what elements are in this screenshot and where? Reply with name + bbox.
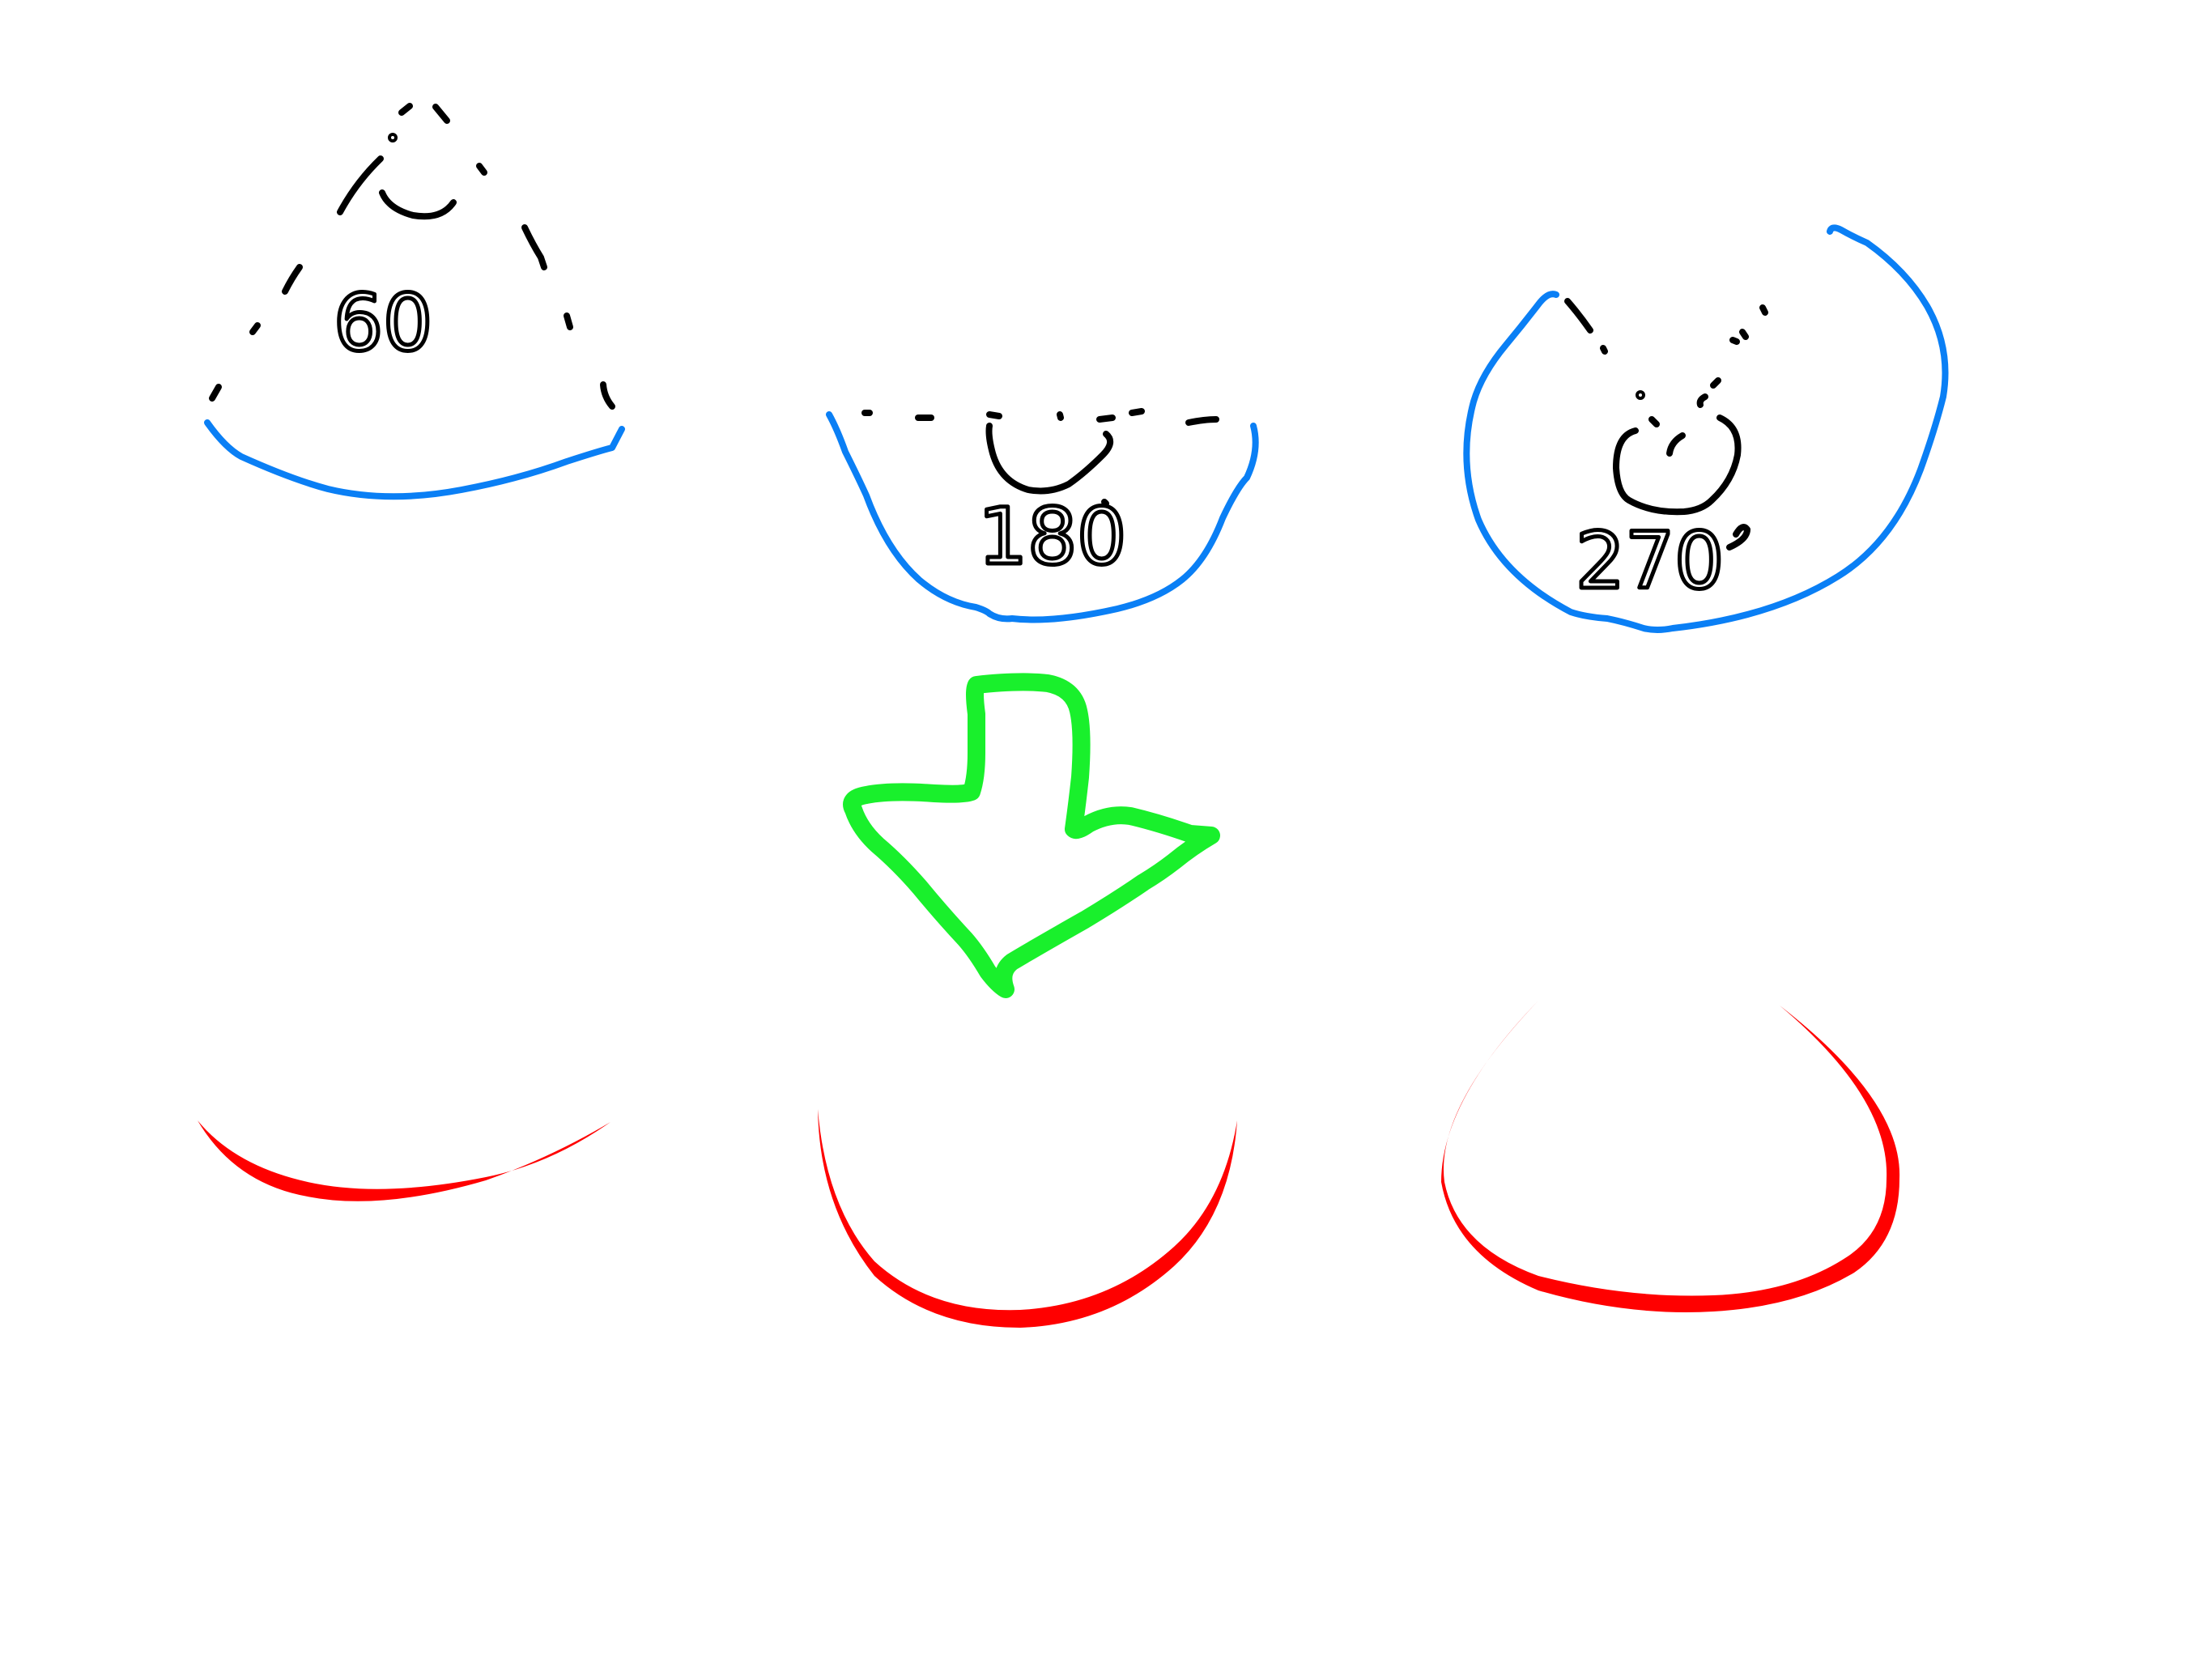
- result-curve-60: [198, 1120, 610, 1201]
- sketch-180-degrees: 180: [826, 408, 1259, 623]
- arc-180-degrees: [826, 411, 1259, 623]
- sketch-60-degrees: 60: [204, 103, 625, 500]
- sketch-180-dashed-diameter: [861, 408, 1219, 507]
- sketch-270-degrees: 270: [1463, 224, 1949, 633]
- sketch-60-dashed-sides: [209, 103, 615, 410]
- sketch-270-dashed-sides: [1564, 298, 1768, 551]
- angle-label-180: 180: [978, 491, 1126, 582]
- arc-60-degrees: [204, 419, 625, 500]
- result-curve-270: [1441, 1001, 1900, 1312]
- down-arrow-icon: [843, 673, 1220, 998]
- arc-270-degrees: [1463, 224, 1949, 633]
- result-curve-180: [818, 1109, 1237, 1328]
- angle-label-270: 270: [1576, 516, 1724, 606]
- angle-label-60: 60: [334, 278, 432, 368]
